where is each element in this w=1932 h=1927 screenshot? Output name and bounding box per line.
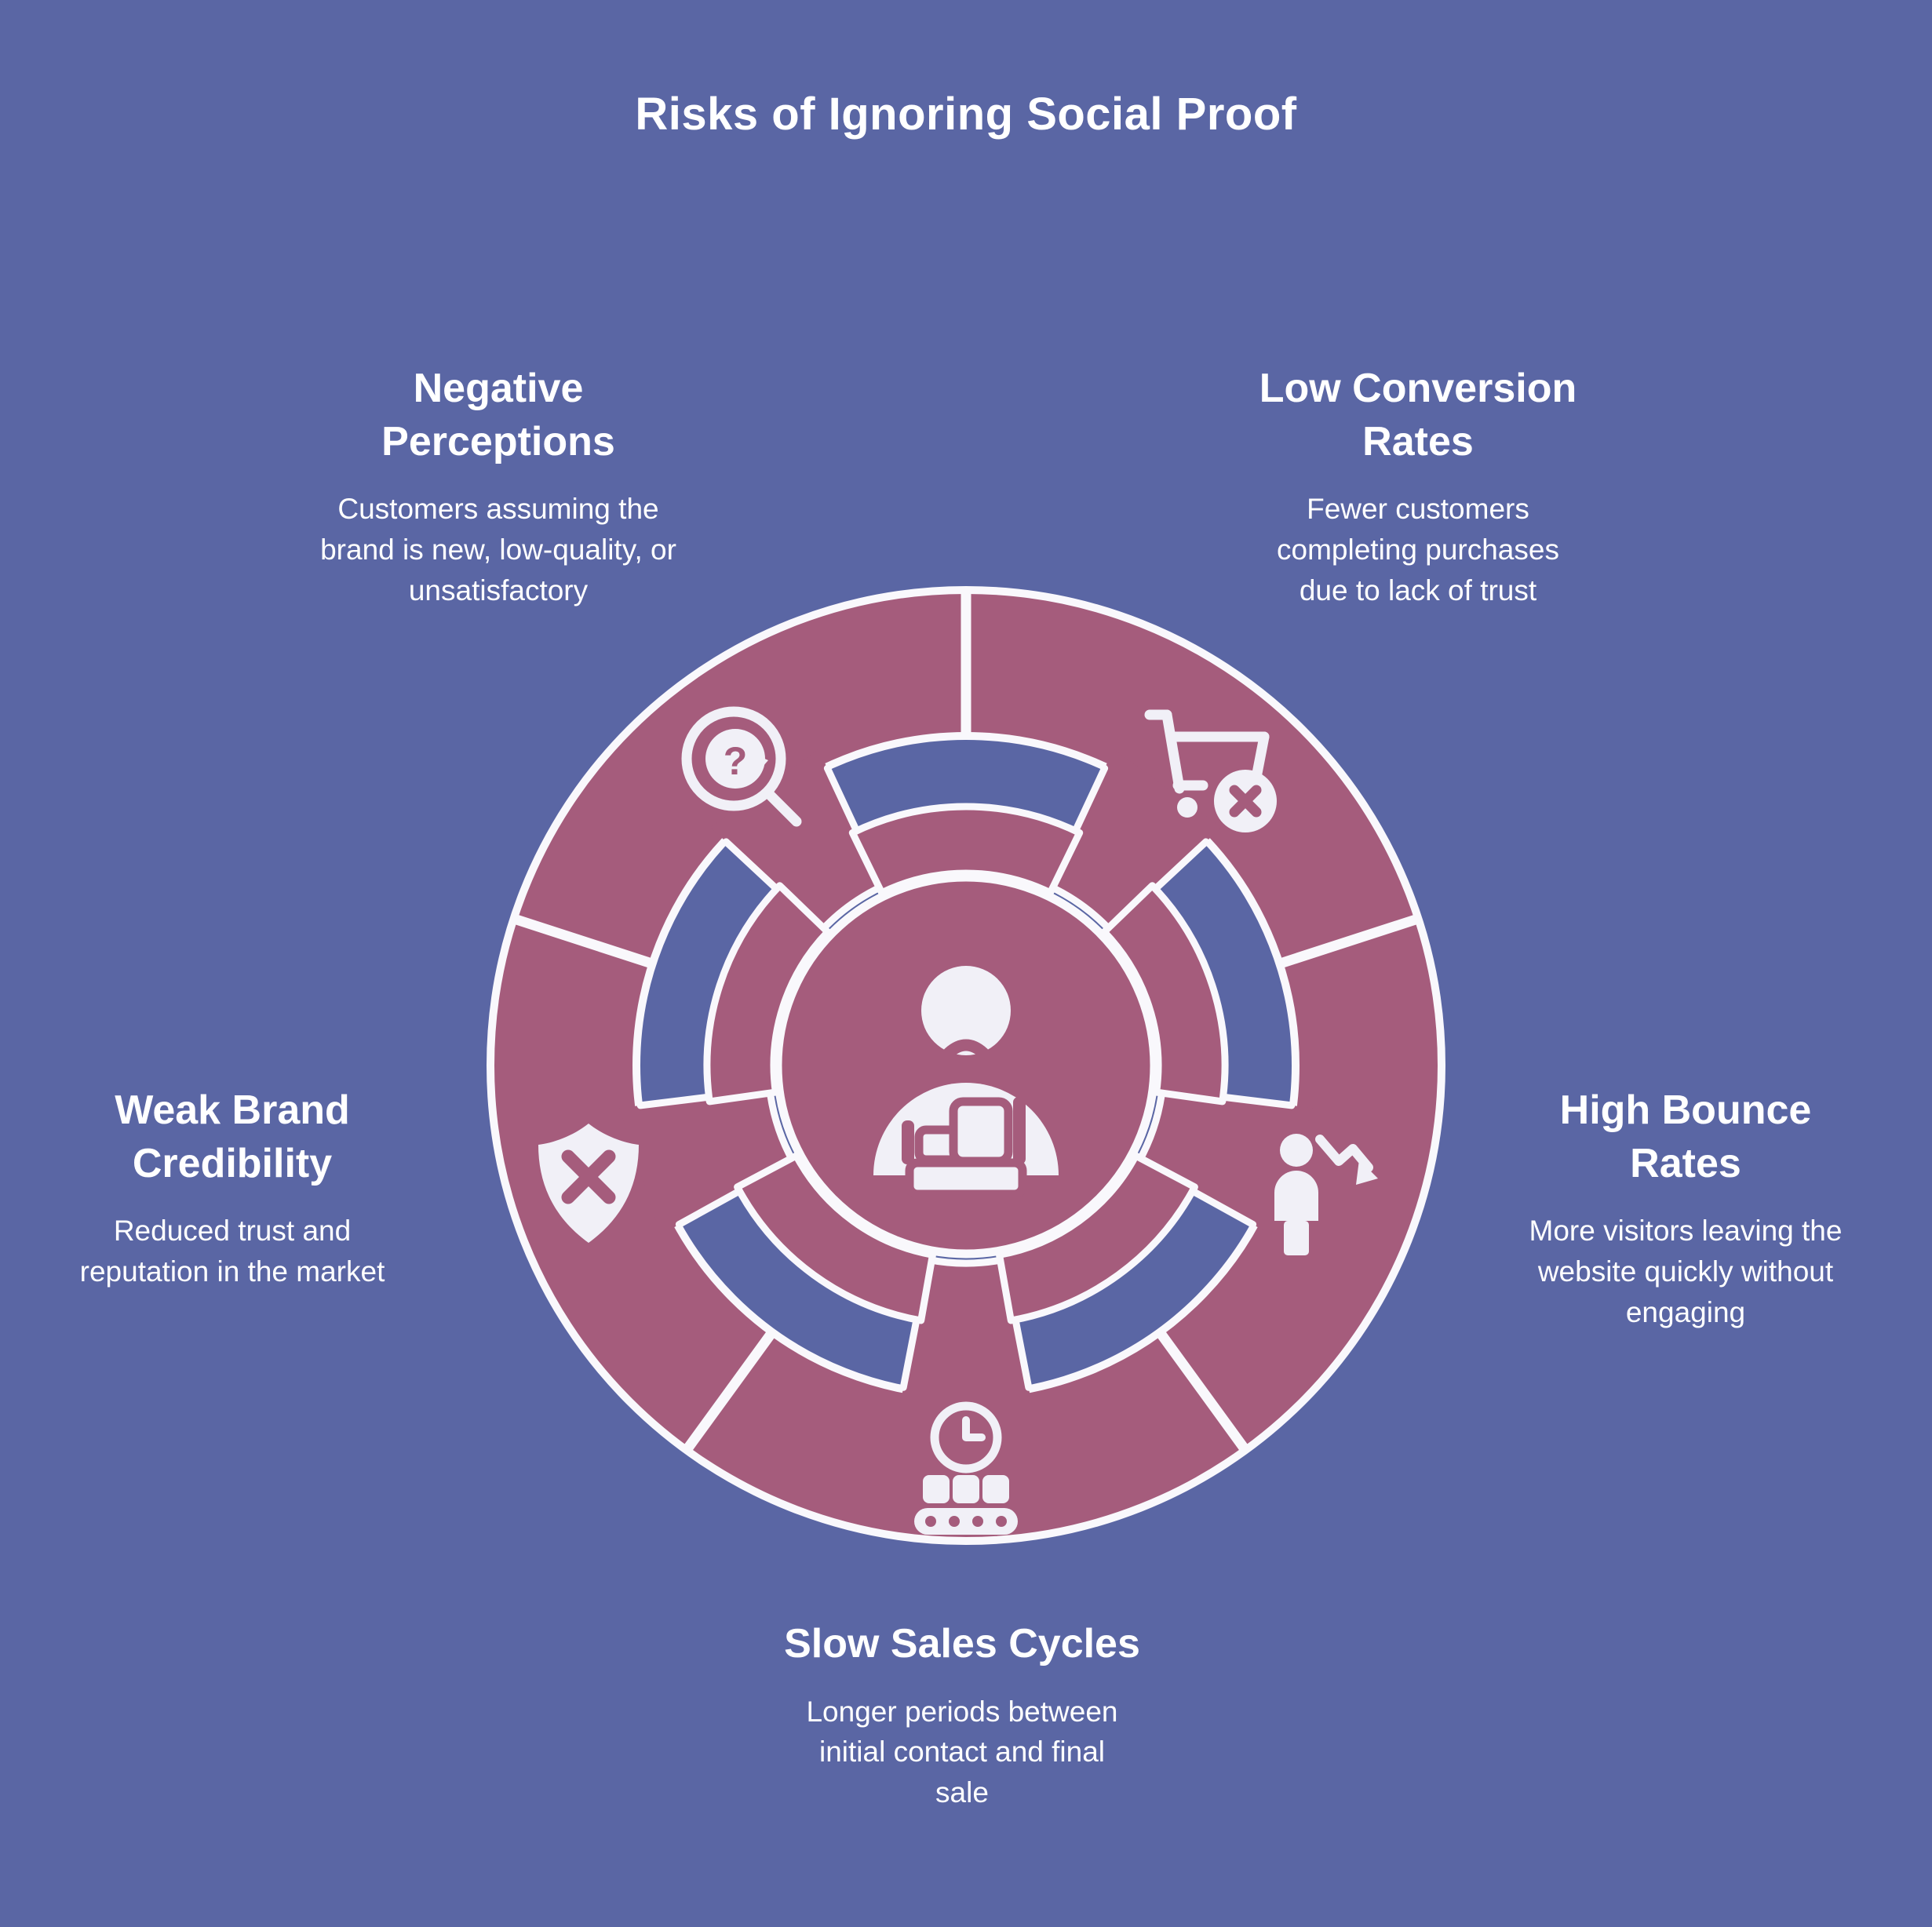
section-body: More visitors leaving the website quickl…	[1529, 1215, 1843, 1328]
section-slow-sales-cycles: Slow Sales Cycles Longer periods between…	[648, 1618, 1276, 1813]
section-heading: Weak Brand Credibility	[115, 1087, 350, 1186]
visitor-decline-icon	[1274, 1134, 1378, 1255]
question-mark-glyph: ?	[724, 739, 748, 783]
cart-cancel-icon	[1144, 709, 1277, 832]
section-weak-brand-credibility: Weak Brand Credibility Reduced trust and…	[0, 1084, 465, 1292]
section-body: Customers assuming the brand is new, low…	[320, 493, 676, 607]
magnifier-question-head-icon: ?	[681, 706, 802, 827]
hub-circle	[773, 872, 1159, 1259]
section-low-conversion-rates: Low Conversion Rates Fewer customers com…	[1065, 362, 1771, 611]
sad-customer-icon	[873, 966, 1059, 1199]
section-body: Fewer customers completing purchases due…	[1277, 493, 1559, 607]
page-title: Risks of Ignoring Social Proof	[635, 89, 1297, 140]
section-body: Reduced trust and reputation in the mark…	[79, 1215, 385, 1288]
section-heading: High Bounce Rates	[1559, 1087, 1812, 1186]
section-heading: Negative Perceptions	[381, 366, 615, 464]
section-negative-perceptions: Negative Perceptions Customers assuming …	[145, 362, 851, 611]
section-body: Longer periods between initial contact a…	[806, 1695, 1118, 1809]
section-heading: Slow Sales Cycles	[784, 1621, 1140, 1667]
section-high-bounce-rates: High Bounce Rates More visitors leaving …	[1450, 1084, 1921, 1333]
section-heading: Low Conversion Rates	[1259, 366, 1577, 464]
shield-cross-icon	[538, 1124, 639, 1243]
clock-conveyor-icon	[914, 1401, 1018, 1535]
